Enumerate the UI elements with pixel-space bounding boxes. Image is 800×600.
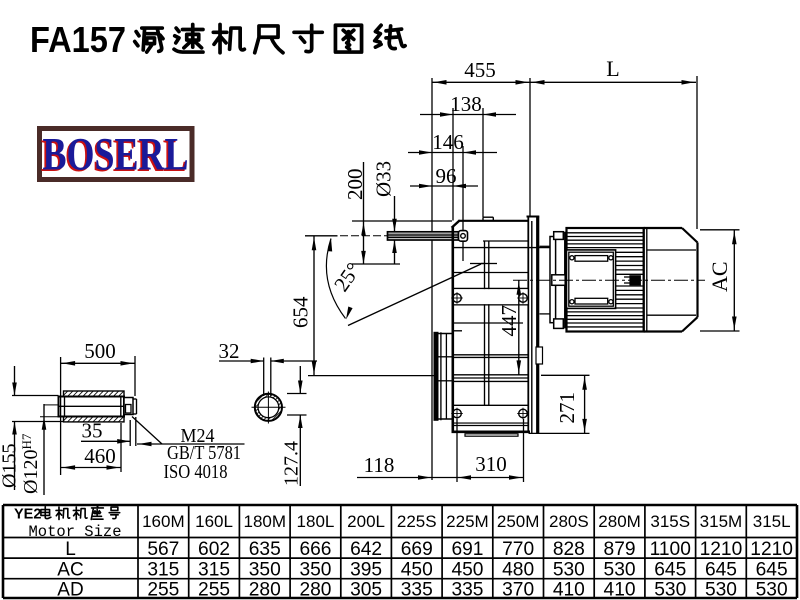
svg-text:635: 635 xyxy=(249,539,281,560)
svg-text:666: 666 xyxy=(299,539,331,560)
svg-text:645: 645 xyxy=(654,560,686,581)
svg-text:395: 395 xyxy=(350,560,382,581)
svg-text:255: 255 xyxy=(198,580,230,600)
svg-text:530: 530 xyxy=(756,580,788,600)
svg-text:96: 96 xyxy=(436,164,457,188)
svg-text:315L: 315L xyxy=(753,512,791,531)
svg-text:828: 828 xyxy=(553,539,585,560)
svg-text:180M: 180M xyxy=(243,512,286,531)
svg-text:160L: 160L xyxy=(195,512,233,531)
svg-text:645: 645 xyxy=(756,560,788,581)
svg-text:AC: AC xyxy=(707,261,732,292)
svg-text:BOSERL: BOSERL xyxy=(43,129,189,181)
svg-text:370: 370 xyxy=(502,580,534,600)
svg-text:138: 138 xyxy=(450,92,482,116)
svg-text:530: 530 xyxy=(654,580,686,600)
svg-text:447: 447 xyxy=(497,305,521,337)
svg-text:L: L xyxy=(65,539,76,560)
svg-text:225S: 225S xyxy=(397,512,437,531)
svg-text:460: 460 xyxy=(84,444,116,468)
svg-text:250M: 250M xyxy=(497,512,540,531)
svg-text:146: 146 xyxy=(432,130,464,154)
svg-text:180L: 180L xyxy=(297,512,335,531)
svg-text:315S: 315S xyxy=(650,512,690,531)
svg-text:GB/T 5781: GB/T 5781 xyxy=(167,443,241,464)
svg-text:160M: 160M xyxy=(142,512,185,531)
svg-text:450: 450 xyxy=(401,560,433,581)
svg-text:L: L xyxy=(606,56,619,81)
svg-text:118: 118 xyxy=(364,453,395,477)
svg-text:879: 879 xyxy=(604,539,636,560)
svg-text:567: 567 xyxy=(147,539,179,560)
svg-text:271: 271 xyxy=(555,392,579,424)
svg-text:BOSERL: BOSERL xyxy=(41,130,187,182)
svg-text:770: 770 xyxy=(502,539,534,560)
svg-text:335: 335 xyxy=(401,580,433,600)
svg-text:410: 410 xyxy=(604,580,636,600)
svg-text:450: 450 xyxy=(451,560,483,581)
svg-text:255: 255 xyxy=(147,580,179,600)
svg-text:602: 602 xyxy=(198,539,230,560)
svg-text:455: 455 xyxy=(464,58,496,82)
svg-text:315M: 315M xyxy=(700,512,743,531)
svg-text:669: 669 xyxy=(401,539,433,560)
svg-text:127.4: 127.4 xyxy=(281,441,303,486)
svg-text:Ø33: Ø33 xyxy=(372,161,396,197)
svg-text:200: 200 xyxy=(343,169,367,201)
svg-text:FA157: FA157 xyxy=(30,19,126,60)
svg-text:645: 645 xyxy=(705,560,737,581)
svg-text:335: 335 xyxy=(451,580,483,600)
svg-text:280M: 280M xyxy=(598,512,641,531)
svg-text:315: 315 xyxy=(198,560,230,581)
svg-text:530: 530 xyxy=(705,580,737,600)
svg-text:642: 642 xyxy=(350,539,382,560)
svg-text:315: 315 xyxy=(147,560,179,581)
svg-text:280: 280 xyxy=(249,580,281,600)
svg-text:480: 480 xyxy=(502,560,534,581)
svg-text:350: 350 xyxy=(299,560,331,581)
svg-text:225M: 225M xyxy=(446,512,489,531)
svg-text:350: 350 xyxy=(249,560,281,581)
svg-text:M24: M24 xyxy=(181,425,215,447)
svg-text:310: 310 xyxy=(475,452,507,476)
svg-text:Ø155: Ø155 xyxy=(0,444,21,488)
svg-text:280S: 280S xyxy=(549,512,589,531)
svg-text:200L: 200L xyxy=(347,512,385,531)
svg-text:Motor Size: Motor Size xyxy=(28,523,121,541)
svg-text:530: 530 xyxy=(604,560,636,581)
svg-text:YE2: YE2 xyxy=(14,507,41,523)
svg-text:280: 280 xyxy=(299,580,331,600)
svg-text:1210: 1210 xyxy=(700,539,743,560)
svg-text:32: 32 xyxy=(219,339,240,363)
svg-text:410: 410 xyxy=(553,580,585,600)
svg-text:654: 654 xyxy=(289,296,313,328)
svg-text:1210: 1210 xyxy=(750,539,793,560)
svg-text:ISO 4018: ISO 4018 xyxy=(164,462,228,483)
svg-text:691: 691 xyxy=(451,539,483,560)
svg-text:500: 500 xyxy=(84,339,116,363)
svg-text:1100: 1100 xyxy=(650,539,691,560)
svg-text:AD: AD xyxy=(57,579,83,600)
svg-text:530: 530 xyxy=(553,560,585,581)
svg-text:35: 35 xyxy=(82,419,103,443)
svg-text:305: 305 xyxy=(350,580,382,600)
svg-text:AC: AC xyxy=(57,559,83,580)
